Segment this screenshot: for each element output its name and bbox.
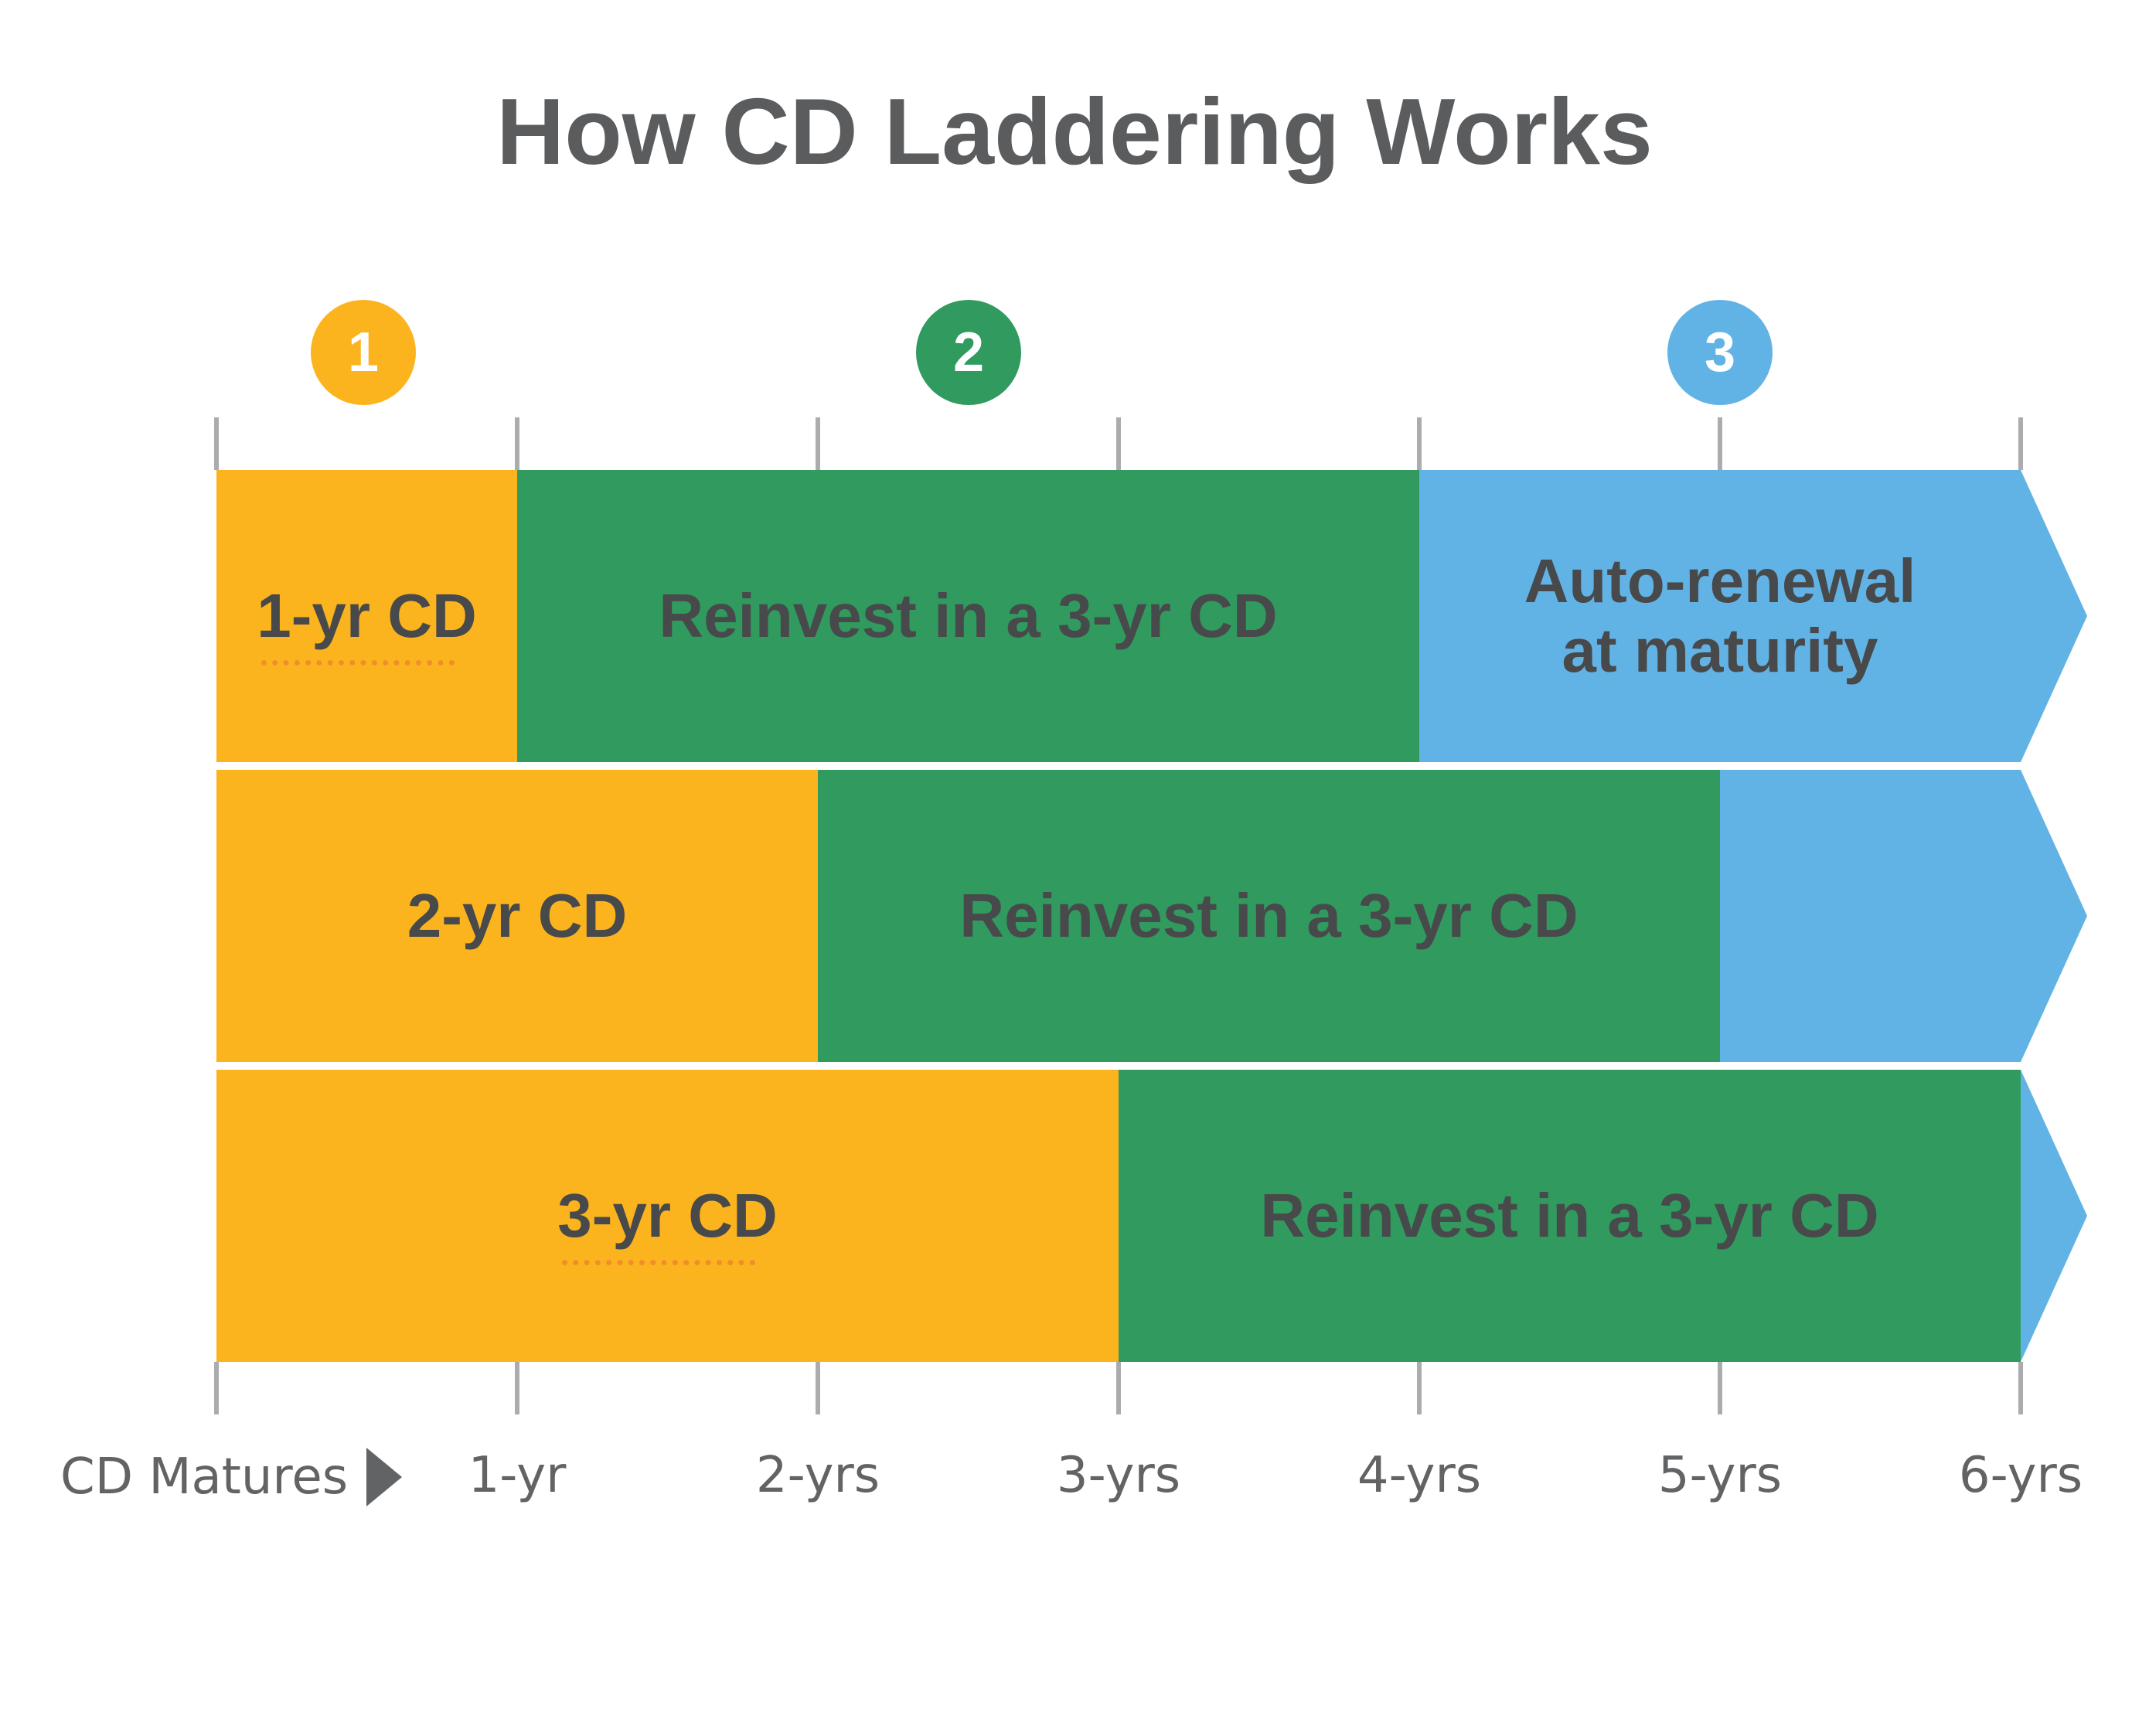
year-tick-bottom-3 [1116,1362,1121,1414]
step-badge-3: 3 [1667,300,1773,405]
ladder-row-3: 3-yr CD Reinvest in a 3-yr CD [216,1070,2087,1362]
segment-label: Reinvest in a 3-yr CD [1260,1181,1879,1250]
segment-label: 3-yr CD [557,1181,778,1265]
year-tick-top-5 [1718,417,1722,470]
segment-reinvest-row2: Reinvest in a 3-yr CD [818,770,1720,1062]
right-arrow-icon [366,1448,403,1506]
ladder-row-2: 2-yr CD Reinvest in a 3-yr CD [216,770,2087,1062]
axis-label-2yrs: 2-yrs [755,1447,880,1504]
axis-label-1yr: 1-yr [468,1447,567,1504]
axis-label-5yrs: 5-yrs [1657,1447,1783,1504]
segment-auto-renewal-row2 [1720,770,2087,1062]
year-tick-top-2 [816,417,820,470]
axis-label-4yrs: 4-yrs [1357,1447,1482,1504]
segment-label: Reinvest in a 3-yr CD [959,881,1579,950]
axis-label-3yrs: 3-yrs [1056,1447,1181,1504]
segment-label: 1-yr CD [257,581,477,665]
step-badge-1: 1 [311,300,416,405]
step-number-3: 3 [1704,322,1736,383]
segment-label: 2-yr CD [407,881,628,950]
segment-2yr-cd: 2-yr CD [216,770,818,1062]
arrow-tip-icon [2021,1070,2087,1362]
ladder-row-1: 1-yr CD Reinvest in a 3-yr CD Auto-renew… [216,470,2087,762]
auto-renewal-line-1: Auto-renewal [1524,546,1916,616]
segment-auto-renewal: Auto-renewal at maturity [1419,470,2087,762]
cd-matures-label: CD Matures [60,1442,403,1512]
axis-label-6yrs: 6-yrs [1958,1447,2083,1504]
segment-3yr-cd: 3-yr CD [216,1070,1119,1362]
auto-renewal-line-2: at maturity [1562,616,1878,685]
year-tick-bottom-5 [1718,1362,1722,1414]
step-number-1: 1 [347,322,380,383]
step-number-2: 2 [952,322,985,383]
segment-label: Reinvest in a 3-yr CD [659,581,1278,650]
year-tick-bottom-0 [214,1362,219,1414]
year-tick-bottom-2 [816,1362,820,1414]
cd-matures-text: CD Matures [60,1448,349,1506]
year-tick-top-0 [214,417,219,470]
year-tick-top-6 [2018,417,2023,470]
segment-1yr-cd: 1-yr CD [216,470,517,762]
year-tick-bottom-4 [1417,1362,1422,1414]
page-title: How CD Laddering Works [496,79,1653,184]
year-tick-bottom-6 [2018,1362,2023,1414]
year-tick-bottom-1 [515,1362,519,1414]
year-tick-top-4 [1417,417,1422,470]
year-tick-top-3 [1116,417,1121,470]
segment-reinvest-row1: Reinvest in a 3-yr CD [517,470,1419,762]
segment-reinvest-row3: Reinvest in a 3-yr CD [1119,1070,2021,1362]
year-tick-top-1 [515,417,519,470]
step-badge-2: 2 [916,300,1021,405]
segment-label: Auto-renewal at maturity [1524,546,1916,685]
